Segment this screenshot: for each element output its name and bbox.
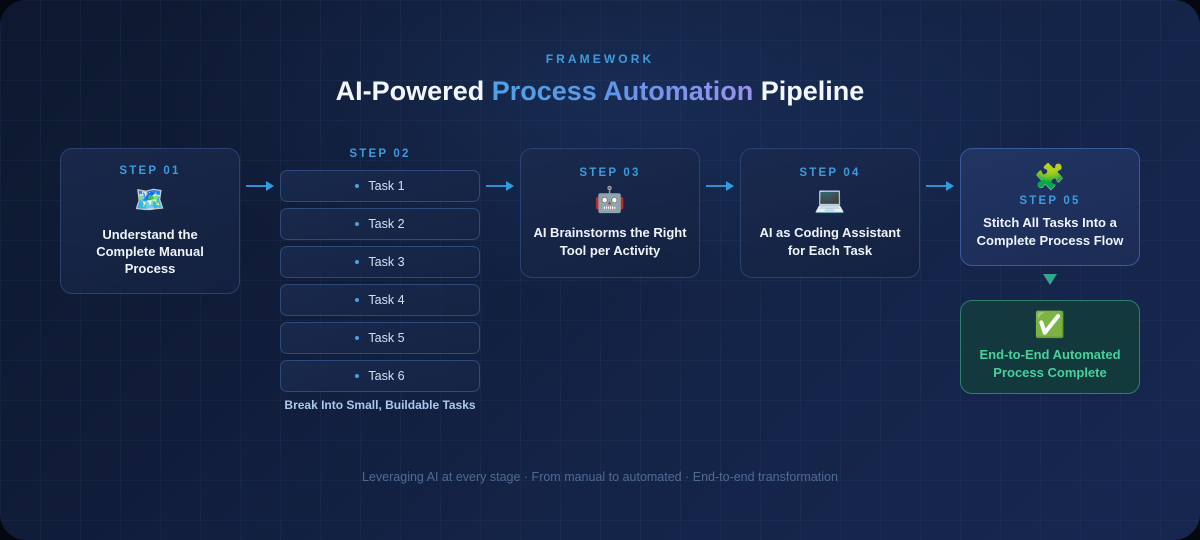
task-pill[interactable]: Task 5 [280, 322, 480, 354]
arrow-shaft [486, 185, 506, 187]
connector-arrow-2 [486, 180, 514, 192]
step-card-01[interactable]: STEP 01 🗺️ Understand the Complete Manua… [60, 148, 240, 294]
arrow-head-icon [946, 181, 954, 191]
eyebrow-label: FRAMEWORK [545, 52, 655, 66]
bullet-dot-icon [355, 184, 360, 188]
connector-arrow-4 [926, 180, 954, 192]
robot-icon: 🤖 [594, 186, 626, 215]
title-part-3: Pipeline [753, 76, 865, 106]
step-card-05[interactable]: 🧩 STEP 05 Stitch All Tasks Into a Comple… [960, 148, 1140, 266]
bullet-dot-icon [355, 298, 360, 302]
arrow-shaft [246, 185, 266, 187]
check-mark-icon: ✅ [1034, 311, 1066, 340]
step-card-03[interactable]: STEP 03 🤖 AI Brainstorms the Right Tool … [520, 148, 700, 278]
task-list: Task 1 Task 2 Task 3 Task 4 Task 5 Task 6 [280, 170, 480, 392]
step-card-04[interactable]: STEP 04 💻 AI as Coding Assistant for Eac… [740, 148, 920, 278]
task-label: Task 4 [368, 293, 405, 307]
step-01-text: Understand the Complete Manual Process [96, 226, 204, 277]
connector-arrow-1 [246, 180, 274, 192]
task-label: Task 3 [368, 255, 405, 269]
step-04-label: STEP 04 [799, 167, 861, 180]
step-01-label: STEP 01 [119, 164, 181, 177]
arrow-head-icon [726, 181, 734, 191]
title-part-1: AI-Powered [335, 76, 492, 106]
task-pill[interactable]: Task 4 [280, 284, 480, 316]
map-icon: 🗺️ [134, 185, 166, 214]
step-02-caption: Break Into Small, Buildable Tasks [284, 398, 476, 412]
task-label: Task 2 [368, 217, 405, 231]
final-result-card[interactable]: ✅ End-to-End Automated Process Complete [960, 300, 1140, 394]
connector-arrow-down-icon [1043, 274, 1057, 285]
footer-caption: Leveraging AI at every stage · From manu… [362, 470, 838, 484]
step-05-label: STEP 05 [1019, 195, 1081, 208]
arrow-shaft [926, 185, 946, 187]
task-pill[interactable]: Task 3 [280, 246, 480, 278]
bullet-dot-icon [355, 336, 360, 340]
task-label: Task 6 [368, 369, 405, 383]
arrow-shaft [706, 185, 726, 187]
arrow-head-icon [506, 181, 514, 191]
step-03-text: AI Brainstorms the Right Tool per Activi… [533, 225, 687, 258]
laptop-icon: 💻 [814, 186, 846, 215]
bullet-dot-icon [355, 260, 360, 264]
puzzle-piece-icon: 🧩 [1034, 163, 1066, 192]
final-result-text: End-to-End Automated Process Complete [979, 347, 1121, 380]
page-title: AI-Powered Process Automation Pipeline [0, 76, 1200, 107]
bullet-dot-icon [355, 222, 360, 226]
task-pill[interactable]: Task 1 [280, 170, 480, 202]
task-pill[interactable]: Task 2 [280, 208, 480, 240]
task-pill[interactable]: Task 6 [280, 360, 480, 392]
step-04-text: AI as Coding Assistant for Each Task [759, 225, 901, 258]
task-label: Task 1 [368, 179, 405, 193]
step-03-label: STEP 03 [579, 167, 641, 180]
connector-arrow-3 [706, 180, 734, 192]
title-highlight: Process Automation [491, 76, 754, 106]
step-02-label: STEP 02 [349, 148, 411, 160]
bullet-dot-icon [355, 374, 360, 378]
arrow-head-icon [266, 181, 274, 191]
task-label: Task 5 [368, 331, 405, 345]
step-05-text: Stitch All Tasks Into a Complete Process… [976, 215, 1124, 248]
